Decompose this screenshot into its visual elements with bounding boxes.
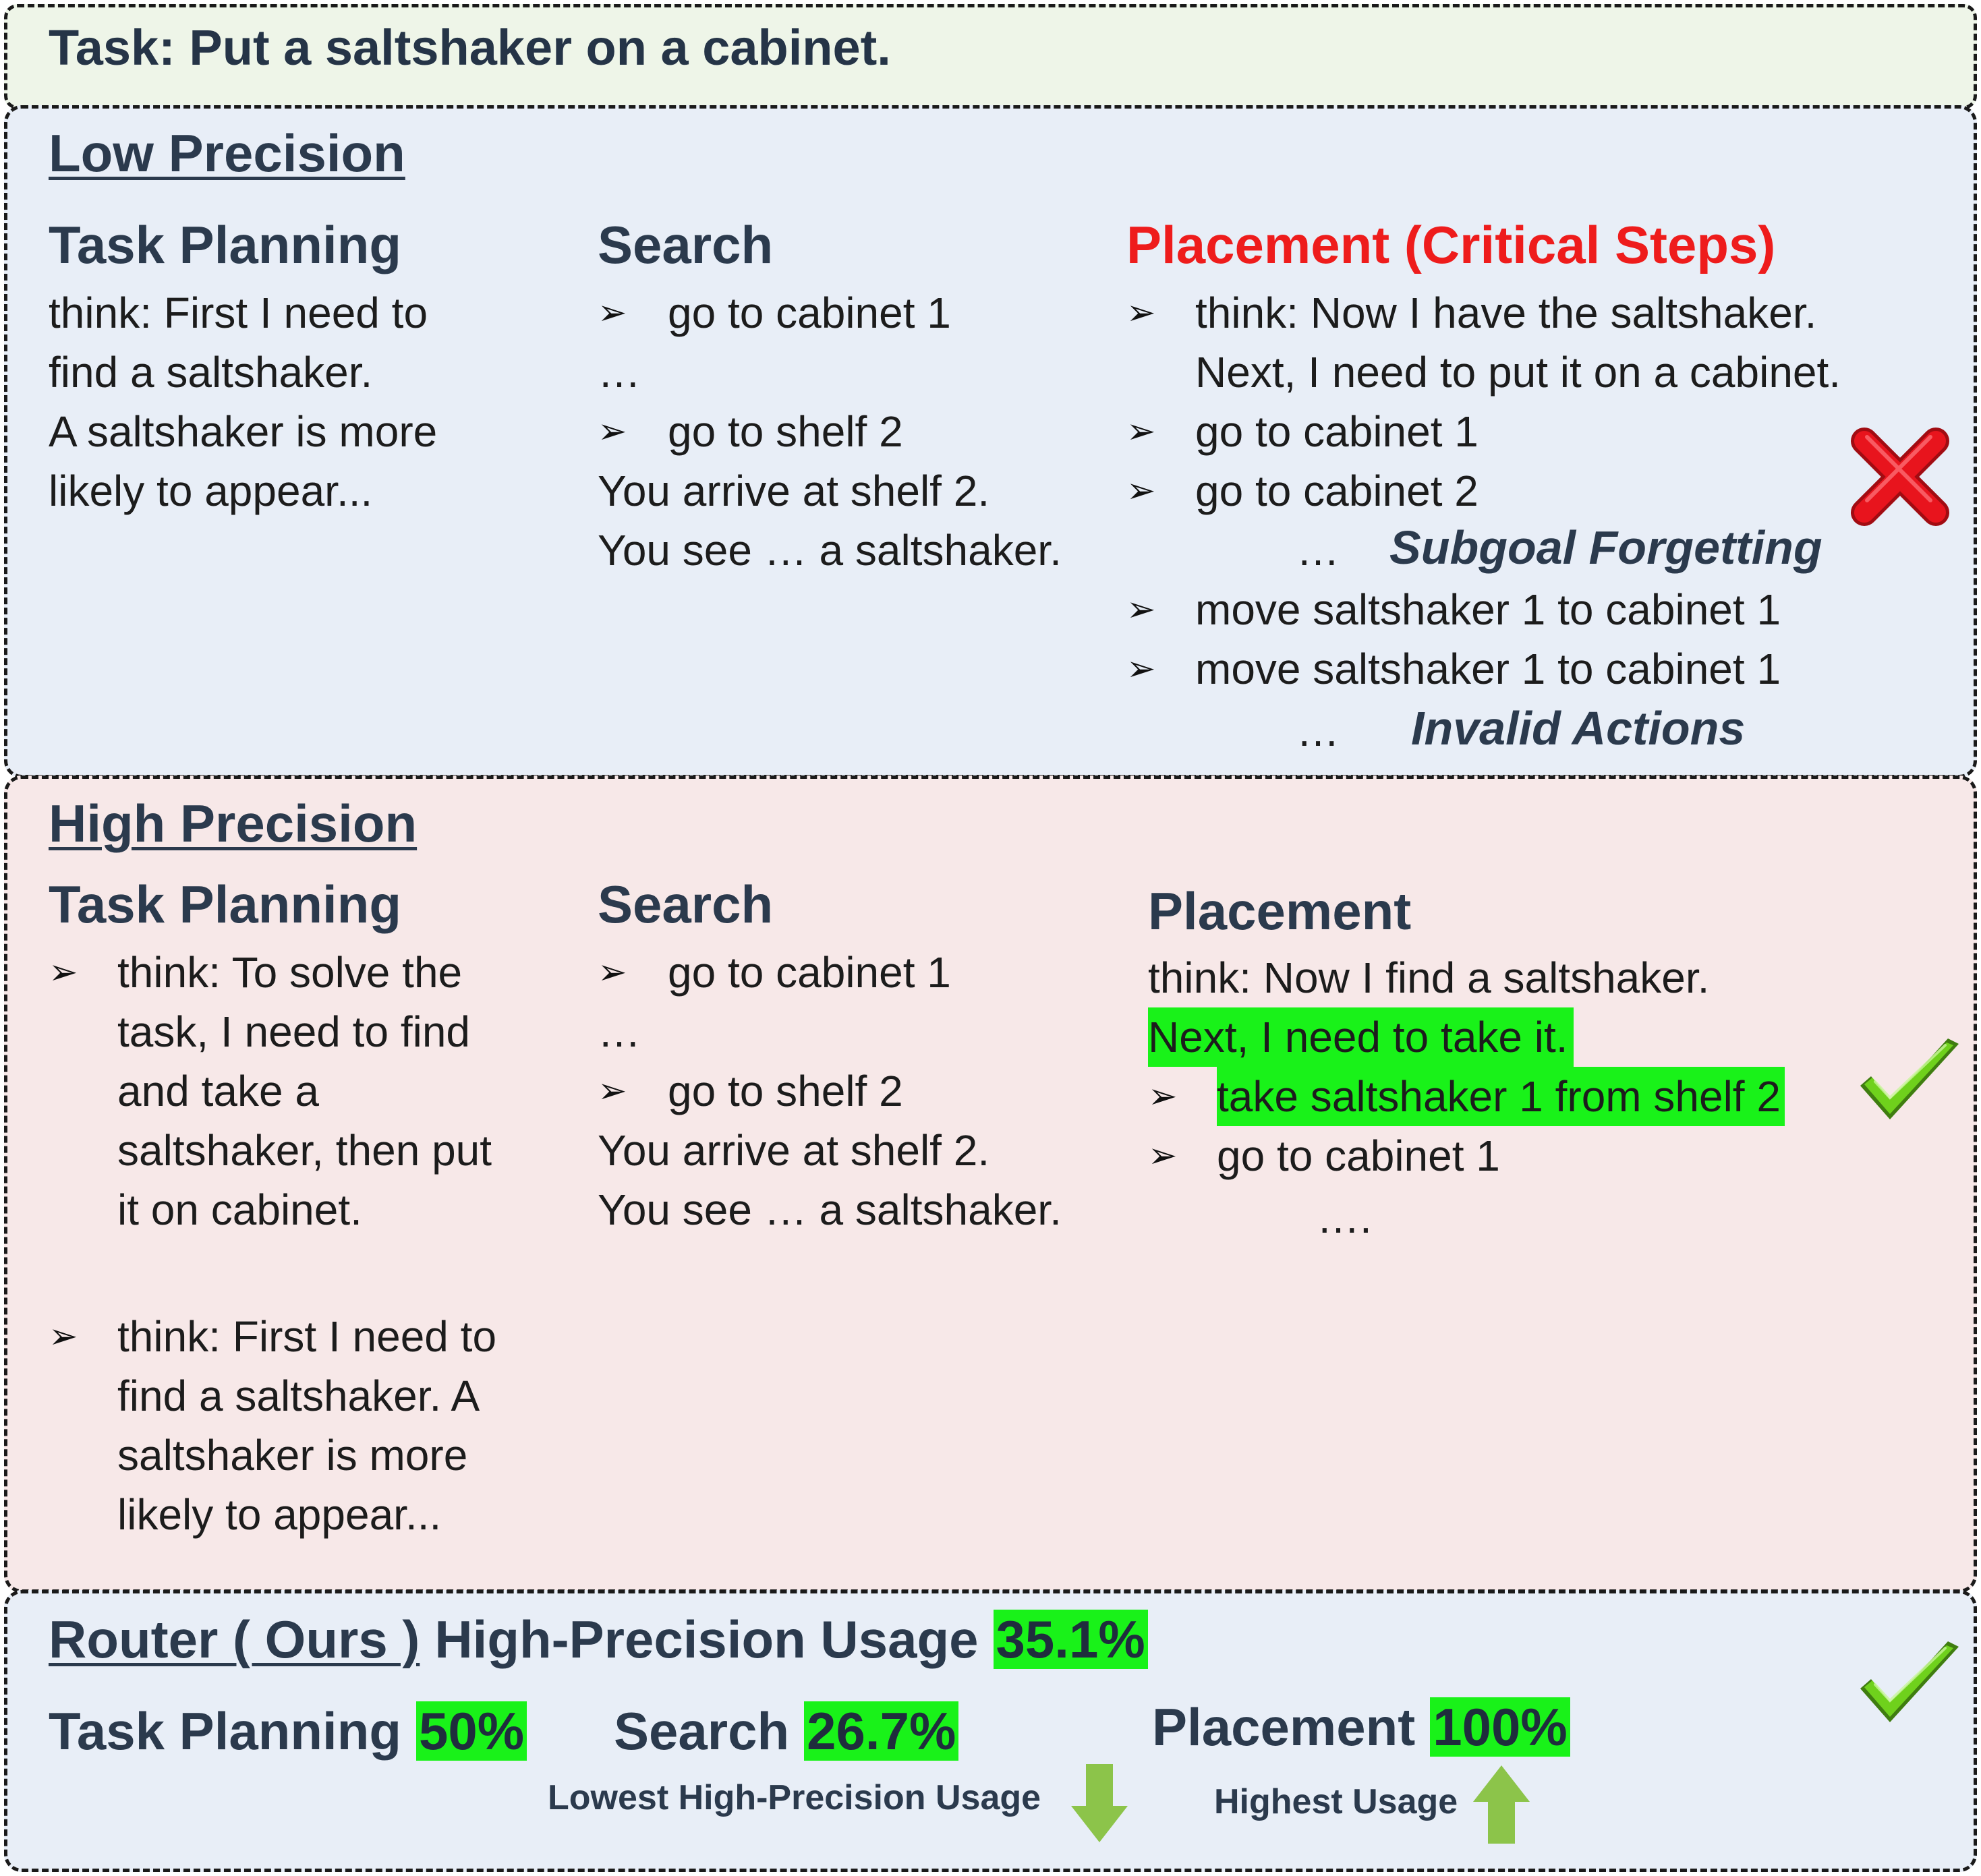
lowest-usage-note: Lowest High-Precision Usage <box>548 1778 1041 1817</box>
high-task-planning-line: saltshaker is more <box>117 1431 468 1479</box>
low-task-planning-line: think: First I need to <box>49 289 428 337</box>
low-placement-heading: Placement (Critical Steps) <box>1126 215 1776 274</box>
bullet-arrow-icon: ➢ <box>598 1072 627 1111</box>
low-task-planning-heading: Task Planning <box>49 215 401 274</box>
low-precision-title: Low Precision <box>49 123 405 183</box>
high-task-planning-line: saltshaker, then put <box>117 1126 492 1175</box>
low-search-observation: You arrive at shelf 2. <box>598 467 990 515</box>
low-placement-step: go to cabinet 2 <box>1195 467 1478 515</box>
router-placement-label: Placement <box>1152 1697 1416 1757</box>
high-task-planning-line: find a saltshaker. A <box>117 1372 480 1420</box>
low-task-planning-line: find a saltshaker. <box>49 348 373 397</box>
bullet-arrow-icon: ➢ <box>1126 590 1156 629</box>
high-task-planning-line: think: To solve the <box>117 948 463 997</box>
low-search-step: go to cabinet 1 <box>668 289 951 337</box>
bullet-arrow-icon: ➢ <box>1148 1136 1178 1175</box>
high-search-step: go to shelf 2 <box>668 1067 903 1115</box>
bullet-arrow-icon: ➢ <box>1126 471 1156 510</box>
check-icon <box>1860 1641 1959 1722</box>
router-task-planning-label: Task Planning <box>49 1701 401 1761</box>
subgoal-forgetting-label: Subgoal Forgetting <box>1389 521 1822 574</box>
check-icon <box>1860 1038 1959 1119</box>
high-placement-think: think: Now I find a saltshaker. <box>1148 954 1710 1002</box>
low-placement-step: move saltshaker 1 to cabinet 1 <box>1195 585 1781 634</box>
high-search-step: go to cabinet 1 <box>668 948 951 997</box>
router-search-label: Search <box>614 1701 790 1761</box>
low-placement-think: Next, I need to put it on a cabinet. <box>1195 348 1841 397</box>
high-task-planning-line: task, I need to find <box>117 1007 470 1056</box>
low-search-ellipsis: … <box>598 348 641 397</box>
router-panel <box>4 1590 1977 1872</box>
high-precision-panel <box>4 775 1977 1593</box>
high-placement-think-highlight: Next, I need to take it. <box>1148 1007 1574 1067</box>
low-task-planning-line: A saltshaker is more <box>49 407 438 456</box>
low-search-step: go to shelf 2 <box>668 407 903 456</box>
high-search-observation: You see … a saltshaker. <box>598 1185 1062 1234</box>
bullet-arrow-icon: ➢ <box>1126 412 1156 451</box>
low-placement-step: go to cabinet 1 <box>1195 407 1478 456</box>
low-search-observation: You see … a saltshaker. <box>598 526 1062 575</box>
low-precision-panel <box>4 105 1977 778</box>
router-task-planning-value: 50% <box>416 1701 527 1761</box>
high-placement-heading: Placement <box>1148 881 1412 941</box>
bullet-arrow-icon: ➢ <box>1126 649 1156 688</box>
arrow-down-icon <box>1071 1764 1128 1842</box>
router-search-value: 26.7% <box>804 1701 959 1761</box>
low-placement-step: move saltshaker 1 to cabinet 1 <box>1195 645 1781 693</box>
low-task-planning-line: likely to appear... <box>49 467 373 515</box>
high-placement-step-highlight: take saltshaker 1 from shelf 2 <box>1217 1067 1785 1126</box>
high-search-heading: Search <box>598 875 774 934</box>
high-task-planning-line: think: First I need to <box>117 1312 497 1361</box>
high-placement-step: go to cabinet 1 <box>1217 1132 1500 1180</box>
bullet-arrow-icon: ➢ <box>598 412 627 451</box>
high-task-planning-line: and take a <box>117 1067 319 1115</box>
high-task-planning-line: likely to appear... <box>117 1490 442 1539</box>
low-placement-ellipsis: … <box>1296 707 1340 755</box>
bullet-arrow-icon: ➢ <box>49 953 78 992</box>
bullet-arrow-icon: ➢ <box>598 953 627 992</box>
high-search-ellipsis: … <box>598 1007 641 1056</box>
cross-icon <box>1851 428 1949 526</box>
low-placement-think: think: Now I have the saltshaker. <box>1195 289 1817 337</box>
bullet-arrow-icon: ➢ <box>1126 293 1156 332</box>
task-banner <box>4 4 1977 109</box>
bullet-arrow-icon: ➢ <box>1148 1077 1178 1116</box>
high-task-planning-heading: Task Planning <box>49 875 401 934</box>
low-placement-ellipsis: … <box>1296 526 1340 575</box>
arrow-up-icon <box>1473 1765 1530 1844</box>
router-usage-value: 35.1% <box>993 1610 1148 1669</box>
high-task-planning-line: it on cabinet. <box>117 1185 362 1234</box>
low-search-heading: Search <box>598 215 774 274</box>
bullet-arrow-icon: ➢ <box>49 1317 78 1356</box>
router-title: Router ( Ours ) <box>49 1610 420 1669</box>
bullet-arrow-icon: ➢ <box>598 293 627 332</box>
highest-usage-note: Highest Usage <box>1214 1782 1458 1821</box>
router-usage-label: High-Precision Usage <box>434 1610 979 1669</box>
router-placement-value: 100% <box>1430 1697 1570 1757</box>
invalid-actions-label: Invalid Actions <box>1411 702 1746 755</box>
high-placement-ellipsis: …. <box>1317 1194 1372 1242</box>
high-precision-title: High Precision <box>49 794 418 853</box>
high-search-observation: You arrive at shelf 2. <box>598 1126 990 1175</box>
task-title: Task: Put a saltshaker on a cabinet. <box>49 20 891 76</box>
